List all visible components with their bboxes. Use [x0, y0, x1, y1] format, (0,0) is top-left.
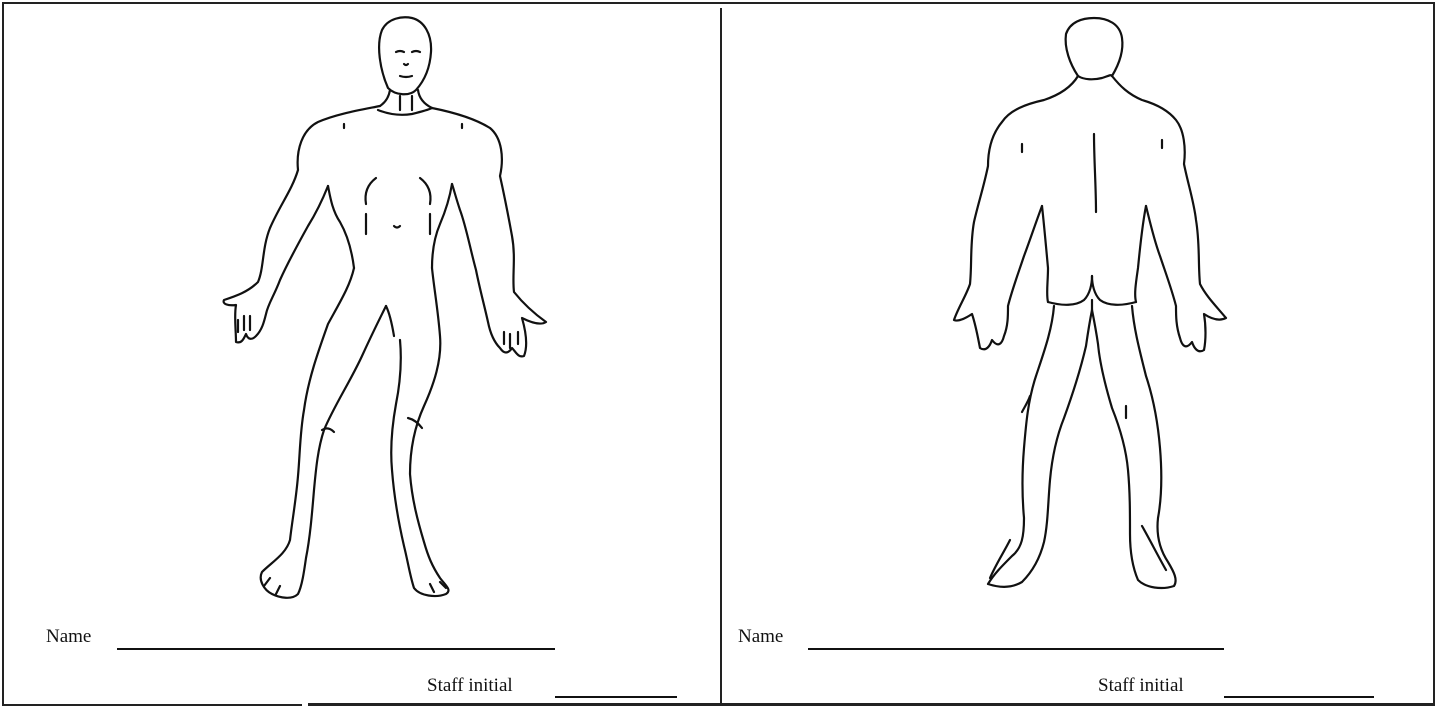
- staff-initial-field[interactable]: [1224, 696, 1374, 698]
- staff-initial-label: Staff initial: [1098, 675, 1184, 697]
- name-label: Name: [46, 626, 91, 648]
- back-view-panel: Name Staff initial: [722, 0, 1441, 709]
- front-view-panel: Name Staff initial: [0, 0, 721, 709]
- staff-initial-field[interactable]: [555, 696, 677, 698]
- name-label: Name: [738, 626, 783, 648]
- body-outline-back-icon[interactable]: [722, 0, 1441, 709]
- name-field[interactable]: [117, 648, 555, 650]
- body-outline-front-icon[interactable]: [0, 0, 721, 709]
- name-field[interactable]: [808, 648, 1224, 650]
- staff-initial-label: Staff initial: [427, 675, 513, 697]
